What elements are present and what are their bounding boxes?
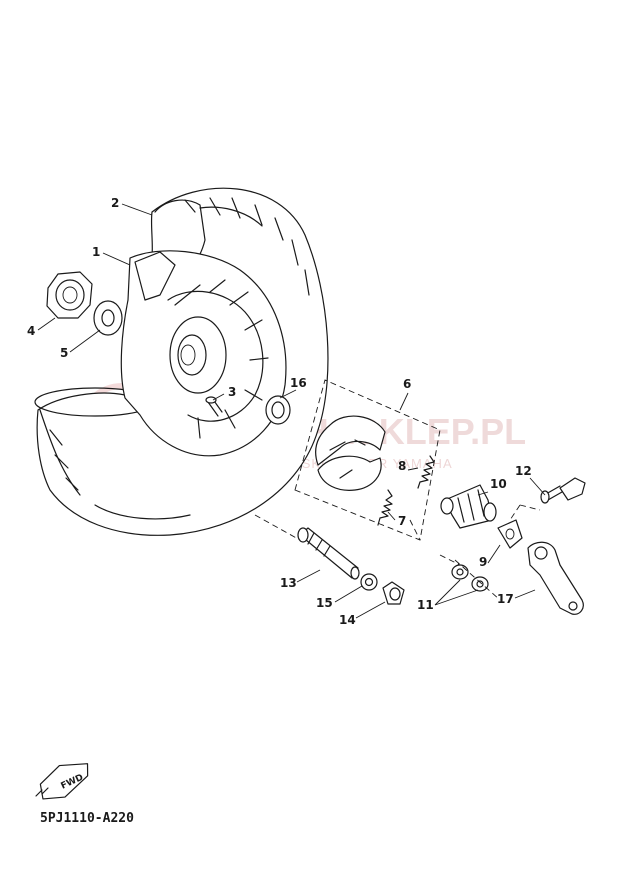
part-number-6: 6 xyxy=(403,377,411,391)
wheel-drawing xyxy=(120,250,287,457)
indicator-plate-drawing xyxy=(497,519,523,549)
part-number-3: 3 xyxy=(228,385,236,399)
brake-shoe-drawing xyxy=(315,415,386,491)
washer-5-drawing xyxy=(93,300,123,336)
part-number-1: 1 xyxy=(92,245,100,259)
part-number-10: 10 xyxy=(490,477,507,491)
spring-7-drawing xyxy=(377,489,393,526)
part-number-14: 14 xyxy=(339,613,356,627)
part-number-5: 5 xyxy=(60,346,68,360)
part-number-9: 9 xyxy=(479,555,487,569)
forward-direction-badge: FWD xyxy=(35,763,89,800)
axle-drawing xyxy=(297,527,360,580)
part-number-2: 2 xyxy=(111,196,119,210)
part-number-12: 12 xyxy=(515,464,532,478)
part-number-15: 15 xyxy=(316,596,333,610)
oil-seal-drawing xyxy=(265,395,291,425)
part-number-13: 13 xyxy=(280,576,297,590)
brake-lever-drawing xyxy=(527,541,584,615)
bolt-drawing xyxy=(540,477,586,504)
part-number-7: 7 xyxy=(398,514,406,528)
drawing-code: 5PJ1110-A220 xyxy=(40,811,134,826)
part-number-8: 8 xyxy=(398,459,406,473)
part-number-17: 17 xyxy=(497,592,514,606)
axle-nut-drawing xyxy=(46,271,93,319)
washer-15-drawing xyxy=(360,573,378,591)
collar-drawing xyxy=(382,581,405,605)
spring-8-drawing xyxy=(417,455,435,489)
leader-lines xyxy=(37,203,546,619)
part-number-4: 4 xyxy=(27,324,35,338)
camshaft-drawing xyxy=(440,484,497,529)
part-number-11: 11 xyxy=(417,598,434,612)
part-number-16: 16 xyxy=(290,376,307,390)
